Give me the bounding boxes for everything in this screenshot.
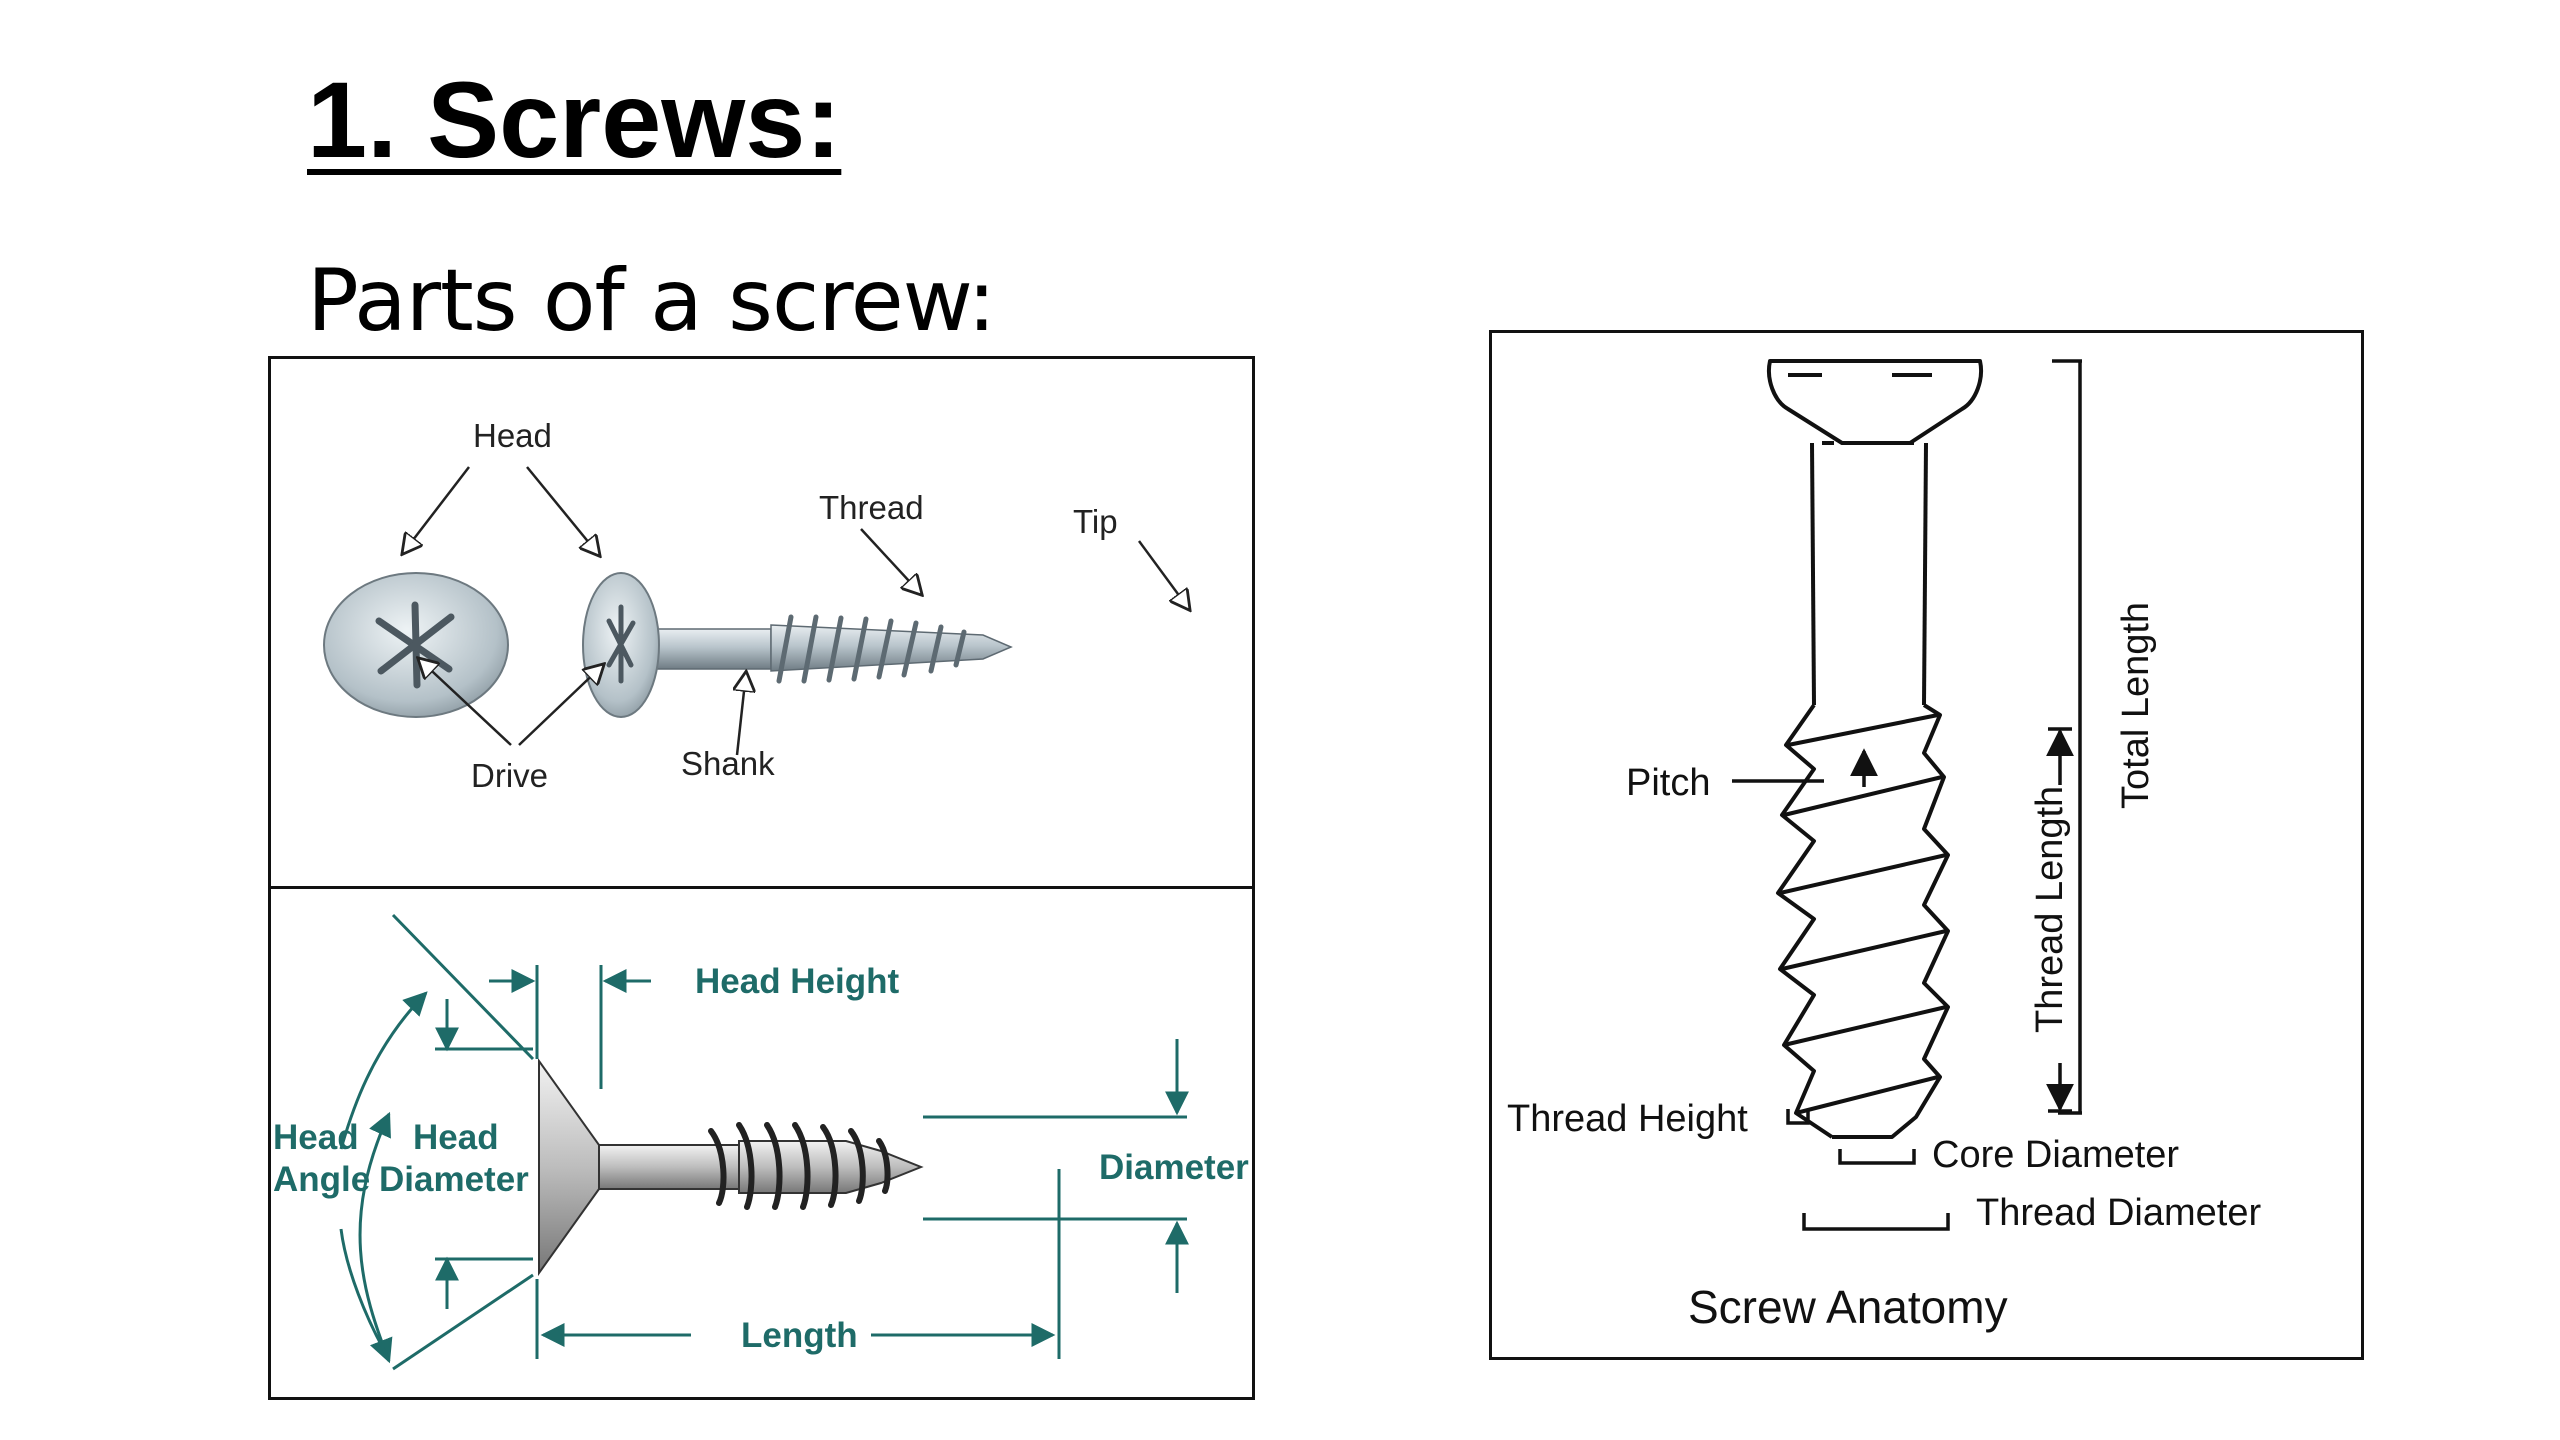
label-length: Length — [741, 1316, 858, 1355]
thread-coils — [708, 1122, 891, 1210]
label-head-diameter-2: Diameter — [379, 1160, 529, 1199]
label-tip: Tip — [1073, 503, 1118, 540]
screw-dimensions-panel: Head Height Head Angle Head Diameter Dia… — [268, 886, 1255, 1400]
callout-arrows — [403, 466, 1189, 756]
screw-outline — [1767, 359, 1983, 1139]
screw-anatomy-drawing: Pitch Thread Height Core Diameter Thread… — [1507, 359, 2261, 1333]
label-head: Head — [473, 417, 552, 454]
label-thread-length: Thread Length — [2029, 786, 2071, 1033]
screw-side-view — [582, 572, 1013, 718]
dimension-markers — [1732, 359, 2082, 1231]
thread-ridges — [776, 614, 967, 684]
slide-title: 1. Screws: — [307, 59, 842, 180]
anatomy-caption: Screw Anatomy — [1688, 1281, 2008, 1333]
label-diameter: Diameter — [1099, 1148, 1249, 1187]
label-total-length: Total Length — [2115, 602, 2157, 809]
label-core-diameter: Core Diameter — [1932, 1134, 2179, 1176]
screw-head-face-view — [323, 572, 509, 718]
label-shank: Shank — [681, 745, 775, 782]
screw-parts-illustration: Head Thread Tip Drive Shank — [323, 417, 1252, 794]
label-thread: Thread — [819, 489, 924, 526]
label-thread-height: Thread Height — [1507, 1098, 1748, 1140]
label-head-angle-1: Head — [273, 1118, 359, 1157]
label-head-diameter-1: Head — [413, 1118, 499, 1157]
label-thread-diameter: Thread Diameter — [1976, 1192, 2261, 1234]
label-drive: Drive — [471, 757, 548, 794]
slide-subtitle: Parts of a screw: — [307, 251, 996, 351]
screw-dimensions-drawing: Head Height Head Angle Head Diameter Dia… — [273, 913, 1249, 1371]
screw-parts-panel: Head Thread Tip Drive Shank — [268, 356, 1255, 889]
screw-profile — [538, 1057, 924, 1277]
screw-anatomy-panel: Pitch Thread Height Core Diameter Thread… — [1489, 330, 2364, 1360]
label-head-angle-2: Angle — [273, 1160, 370, 1199]
label-pitch: Pitch — [1626, 762, 1710, 804]
dimension-lines — [339, 913, 1189, 1371]
label-head-height: Head Height — [695, 962, 900, 1001]
